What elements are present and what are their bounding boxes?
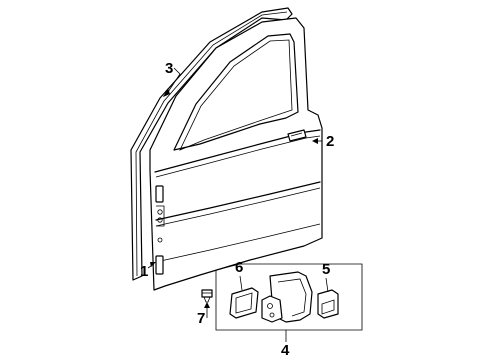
door-weatherstrip [130, 7, 293, 281]
mirror-gasket [229, 287, 259, 319]
door-clip [201, 289, 213, 303]
outside-mirror [261, 271, 313, 323]
door-outside-handle [287, 129, 307, 142]
mirror-parts-box [215, 263, 363, 331]
callout-1: 1 [140, 263, 148, 280]
callout-5: 5 [322, 261, 330, 278]
mirror-inner-cover [317, 289, 339, 319]
door-shell [149, 17, 323, 291]
door-hinge-hardware [155, 185, 165, 275]
callout-6: 6 [235, 259, 243, 276]
callout-7: 7 [197, 310, 205, 327]
callout-3: 3 [165, 60, 173, 77]
callout-4: 4 [281, 342, 290, 359]
callout-2: 2 [326, 133, 334, 150]
leader-arrows [150, 88, 318, 308]
